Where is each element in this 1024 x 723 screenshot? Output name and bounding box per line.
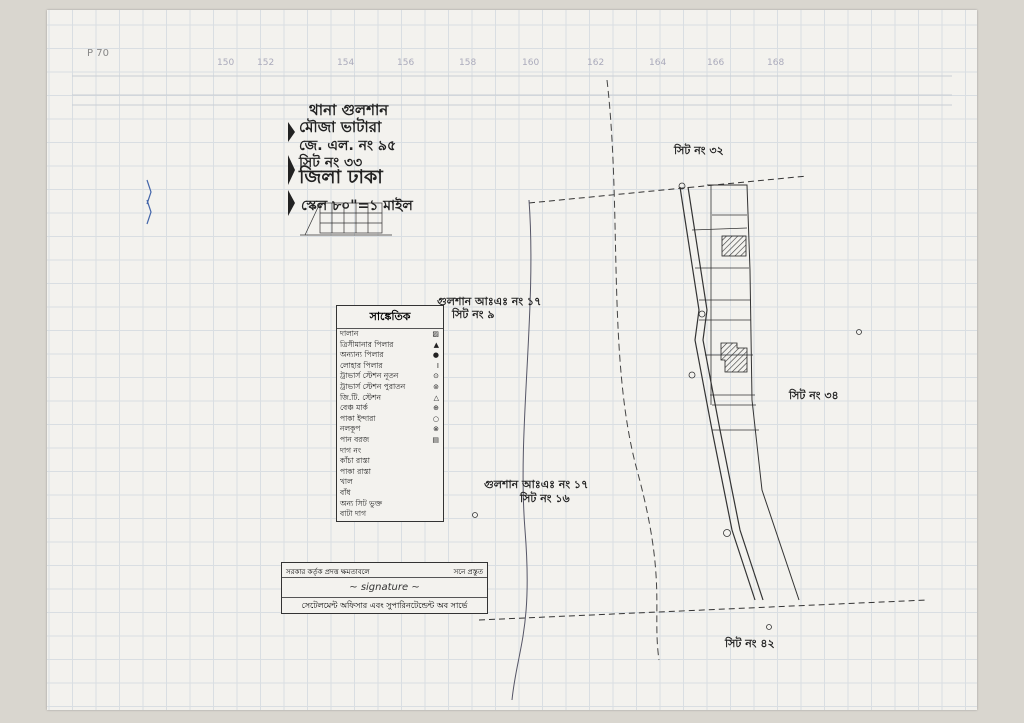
- stream-line: [511, 199, 532, 701]
- settlement-line-3: সেটেলমেন্ট অফিসার এবং সুপারিনটেন্ডেন্ট অ…: [282, 597, 487, 613]
- legend-item: জি.টি. স্টেশন△: [340, 392, 439, 402]
- building-2: [720, 342, 748, 373]
- legend-symbol-icon: ▨: [432, 330, 439, 338]
- legend-item: ত্রিসীমানার পিলার▲: [340, 339, 439, 349]
- legend-item: অন্য সিট ভুক্ত: [340, 498, 382, 508]
- boundary-upper: [528, 175, 808, 204]
- road-left: [679, 186, 756, 601]
- map-linework: [72, 75, 952, 701]
- jl-number: জে. এল. নং ৯৫: [299, 138, 397, 154]
- settlement-line-1: সরকার কর্তৃক প্রদত্ত ক্ষমতাবলে সনে প্রস্…: [282, 563, 487, 578]
- legend-symbol-icon: ⊕: [433, 404, 439, 413]
- mouza-label: মৌজা ভাটারা: [299, 118, 382, 136]
- legend-item: দালান▨: [340, 329, 439, 338]
- gulshan-upper-label: গুলশান আঃএঃ নং ১৭: [437, 295, 542, 308]
- top-grid-number: 158: [459, 58, 477, 68]
- legend-item: বাঁধ: [340, 487, 351, 497]
- legend-item: নলকূপ⊗: [340, 424, 439, 434]
- building-1: [721, 235, 747, 257]
- top-grid-number: 166: [707, 58, 725, 68]
- legend-item: অন্যান্য পিলার●: [340, 350, 439, 360]
- legend-item: পাকা ইন্দারা○: [340, 413, 439, 423]
- legend-item: দাগ নং: [340, 445, 362, 455]
- legend-symbol-icon: △: [433, 393, 439, 402]
- plot-outer: [707, 184, 800, 601]
- legend-item: পাকা রাস্তা: [340, 466, 371, 476]
- top-grid-number: 164: [649, 58, 667, 68]
- settlement-signature: ~ signature ~: [349, 582, 420, 593]
- settlement-box: সরকার কর্তৃক প্রদত্ত ক্ষমতাবলে সনে প্রস্…: [281, 562, 488, 614]
- sheet-number: সিট নং ৩৩: [299, 155, 363, 171]
- scale-label: স্কেল ৮০"=১ মাইল: [301, 198, 413, 214]
- left-margin-mark: [146, 179, 152, 225]
- legend-item: কাঁচা রাস্তা: [340, 456, 370, 466]
- legend-symbol-icon: ▤: [432, 435, 439, 444]
- legend-symbol-icon: ○: [432, 414, 439, 423]
- top-grid-number: 154: [337, 58, 355, 68]
- legend-symbol-icon: I: [436, 361, 439, 370]
- legend-symbol-icon: ⊚: [433, 382, 439, 391]
- corner-label: P 70: [87, 48, 109, 59]
- legend-item: ট্রাভার্স স্টেশন পুরাতন⊚: [340, 381, 439, 391]
- legend-item: ট্রাভার্স স্টেশন নূতন⊙: [340, 371, 439, 381]
- sheet-32-label: সিট নং ৩২: [674, 144, 724, 157]
- legend-item: খাল: [340, 477, 353, 487]
- sheet-42-label: সিট নং ৪২: [725, 637, 775, 650]
- legend-box: সাঙ্কেতিক দালান▨ত্রিসীমানার পিলার▲অন্যান…: [336, 305, 444, 522]
- top-grid-number: 168: [767, 58, 785, 68]
- boundary-right: [606, 79, 660, 661]
- sheet-34-label: সিট নং ৩৪: [789, 389, 839, 402]
- legend-title: সাঙ্কেতিক: [337, 306, 443, 329]
- legend-symbol-icon: ●: [432, 351, 439, 360]
- map-sheet: P 70 150 152 154 156 158 160 162 164 166 168: [47, 10, 977, 710]
- legend-items: দালান▨ত্রিসীমানার পিলার▲অন্যান্য পিলার●ল…: [337, 329, 443, 520]
- gulshan-lower-label: গুলশান আঃএঃ নং ১৭: [484, 478, 589, 491]
- top-grid-number: 156: [397, 58, 415, 68]
- top-grid-number: 162: [587, 58, 605, 68]
- legend-item: বাটা দাগ: [340, 509, 367, 519]
- legend-item: পান বরজ▤: [340, 434, 439, 444]
- legend-symbol-icon: ⊙: [433, 372, 439, 381]
- legend-symbol-icon: ⊗: [433, 425, 439, 434]
- boundary-lower: [478, 599, 928, 621]
- top-grid-number: 152: [257, 58, 275, 68]
- top-grid-number: 160: [522, 58, 540, 68]
- district-label: জিলা ঢাকা: [299, 166, 383, 188]
- legend-symbol-icon: ▲: [433, 340, 439, 349]
- scale-diagram: [300, 202, 392, 236]
- thana-label: থানা গুলশান: [309, 101, 389, 119]
- sheet-9-label: সিট নং ৯: [452, 308, 495, 321]
- legend-item: বেঞ্চ মার্ক⊕: [340, 403, 439, 413]
- sheet-16-label: সিট নং ১৬: [520, 492, 570, 505]
- top-grid-number: 150: [217, 58, 235, 68]
- road-right: [687, 186, 764, 601]
